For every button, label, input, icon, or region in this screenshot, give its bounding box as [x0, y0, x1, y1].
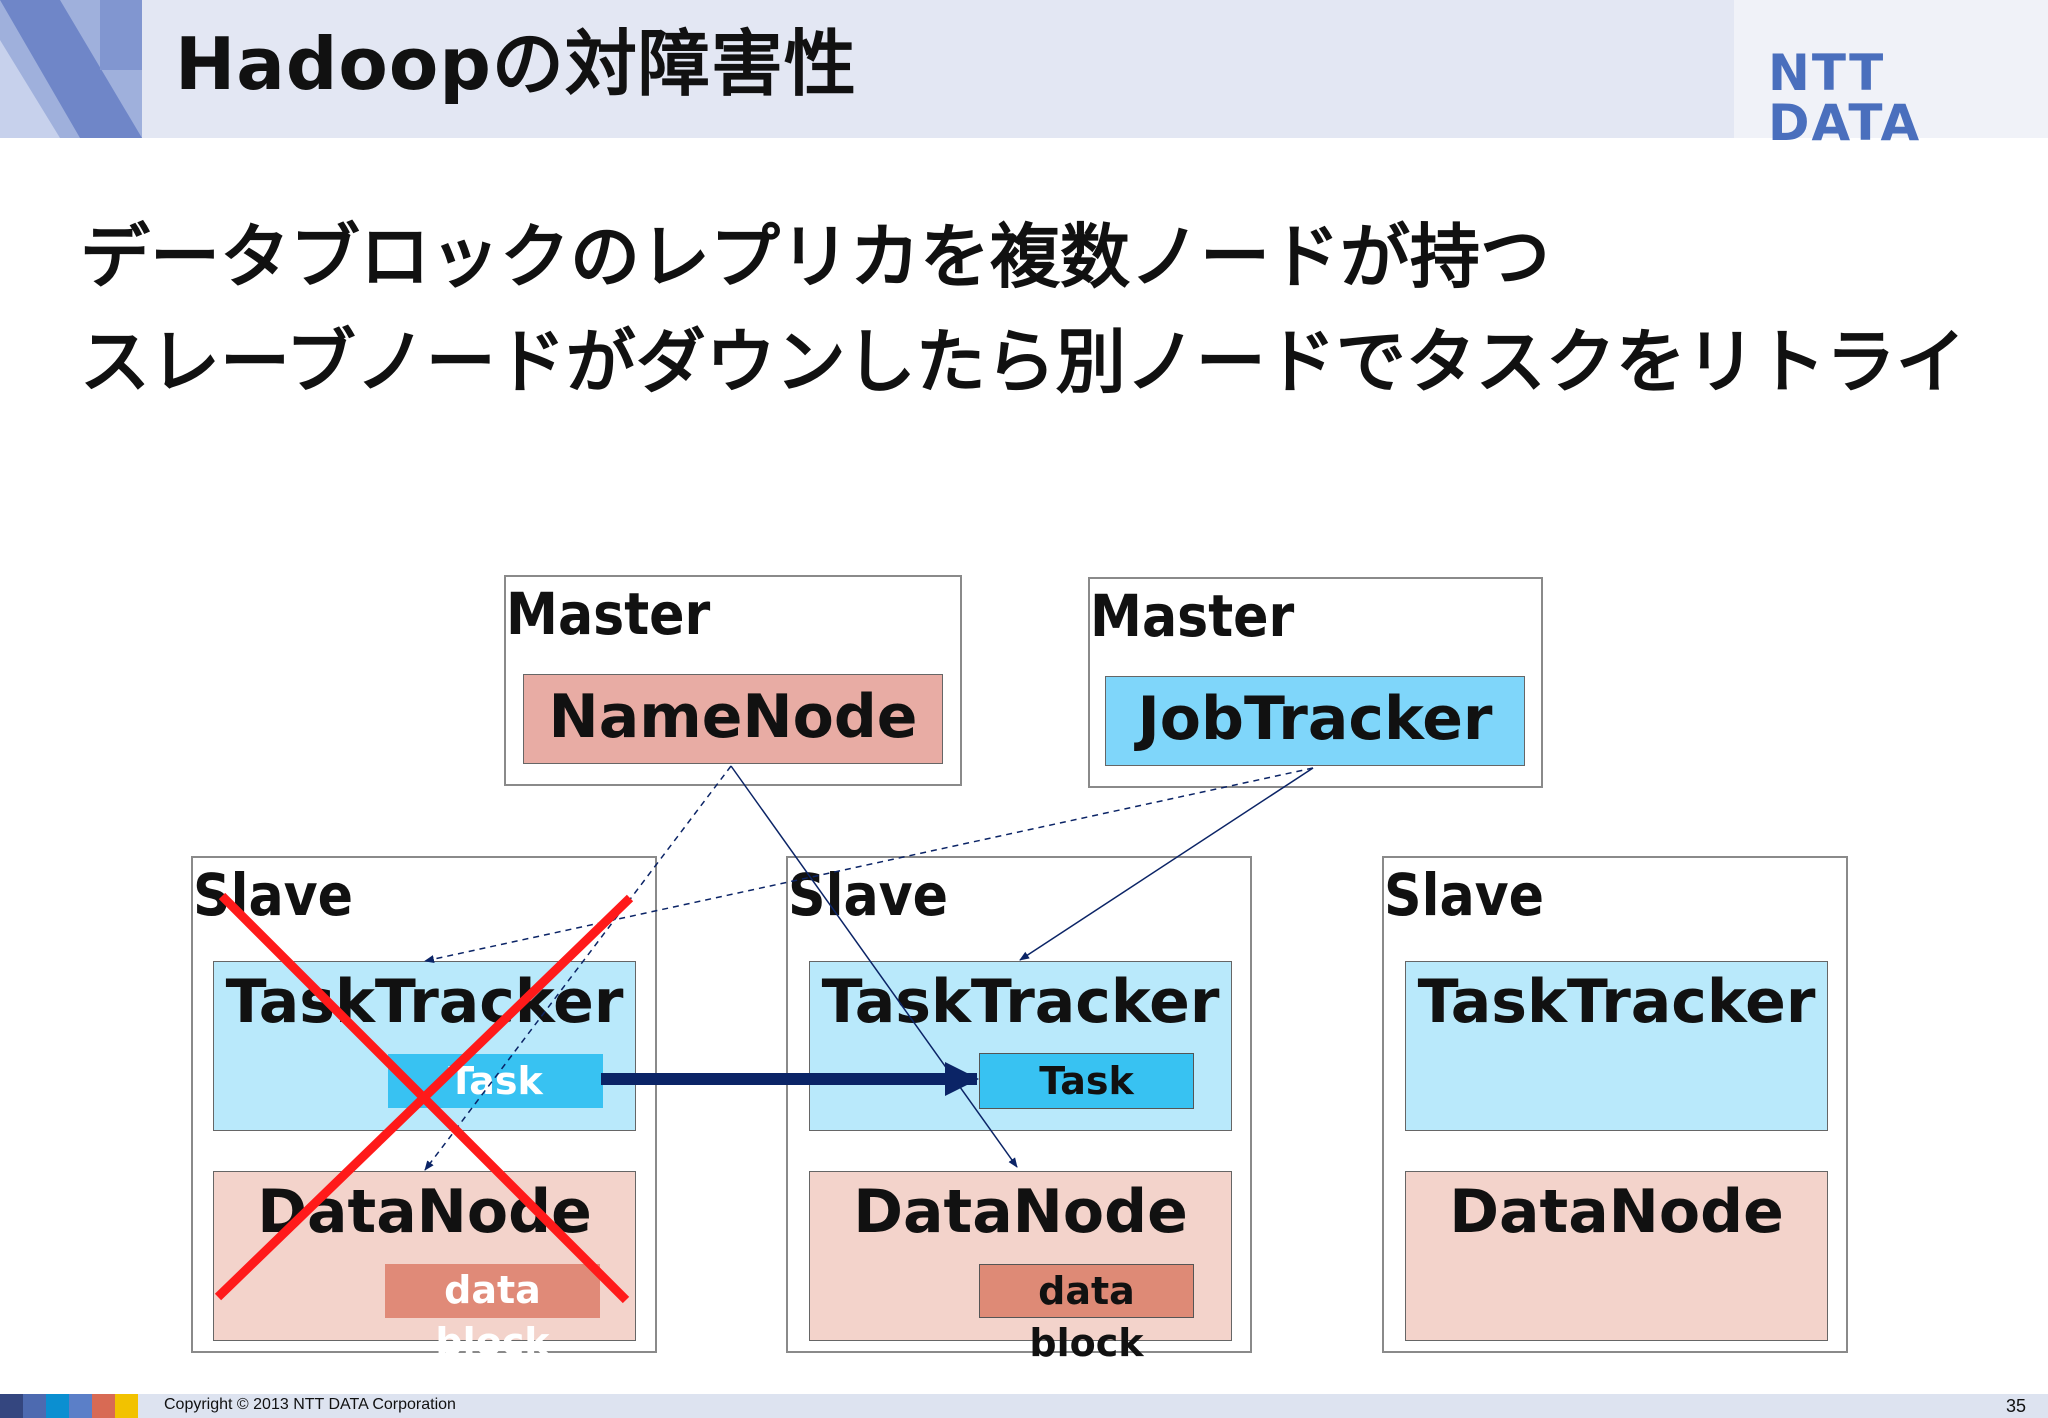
- datanode-label: DataNode: [853, 1177, 1188, 1247]
- header-corner-graphic: [0, 0, 142, 138]
- footer-swatch: [92, 1394, 115, 1418]
- task-failed: Task: [388, 1054, 603, 1108]
- master-box-namenode: Master NameNode: [504, 575, 962, 786]
- footer-swatch: [0, 1394, 23, 1418]
- namenode-to-failed-datanode-connector: [424, 765, 732, 1171]
- tasktracker-box: TaskTracker Task: [809, 961, 1232, 1131]
- datanode-box: DataNode: [1405, 1171, 1828, 1341]
- slave-label: Slave: [193, 861, 354, 929]
- footer-swatch: [23, 1394, 46, 1418]
- footer-swatch: [69, 1394, 92, 1418]
- tasktracker-label: TaskTracker: [1417, 967, 1816, 1037]
- namenode-box: NameNode: [523, 674, 943, 764]
- footer-swatch: [115, 1394, 138, 1418]
- slave-box-idle: Slave TaskTracker DataNode: [1382, 856, 1848, 1353]
- jobtracker-to-failed-tasktracker-connector: [424, 767, 1314, 963]
- jobtracker-to-retry-tasktracker-connector: [1019, 767, 1314, 961]
- master-label: Master: [1090, 582, 1295, 650]
- footer-bar: [0, 1394, 2048, 1418]
- footer-swatch: [46, 1394, 69, 1418]
- data-block-replica: data block: [979, 1264, 1194, 1365]
- slave-box-failed: Slave TaskTracker Task DataNode data blo…: [191, 856, 657, 1364]
- task-retried: Task: [979, 1053, 1194, 1109]
- jobtracker-label: JobTracker: [1137, 684, 1493, 754]
- datanode-label: DataNode: [1449, 1177, 1784, 1247]
- page-title: Hadoopの対障害性: [175, 22, 857, 106]
- data-block-failed: data block: [385, 1264, 600, 1364]
- namenode-label: NameNode: [548, 682, 918, 752]
- slave-label: Slave: [1384, 861, 1545, 929]
- datanode-box: DataNode data block: [213, 1171, 636, 1364]
- tasktracker-label: TaskTracker: [821, 967, 1220, 1037]
- namenode-to-replica-datanode-connector: [730, 765, 1018, 1168]
- failure-cross-line-2: [214, 894, 634, 1301]
- bullet-replica: データブロックのレプリカを複数ノードが持つ: [80, 216, 1550, 298]
- slave-box-retry: Slave TaskTracker Task DataNode data blo…: [786, 856, 1252, 1365]
- bullet-retry: スレーブノードがダウンしたら別ノードでタスクをリトライ: [80, 321, 1966, 403]
- header-bar: [0, 0, 2048, 138]
- master-box-jobtracker: Master JobTracker: [1088, 577, 1543, 788]
- page-number: 35: [2005, 1396, 2026, 1416]
- datanode-box: DataNode data block: [809, 1171, 1232, 1365]
- tasktracker-box: TaskTracker: [1405, 961, 1828, 1131]
- jobtracker-box: JobTracker: [1105, 676, 1525, 766]
- tasktracker-label: TaskTracker: [225, 967, 624, 1037]
- tasktracker-box: TaskTracker Task: [213, 961, 636, 1131]
- master-label: Master: [506, 580, 711, 648]
- copyright-text: Copyright © 2013 NTT DATA Corporation: [164, 1396, 456, 1413]
- logo-area: [1734, 0, 2048, 138]
- company-logo: NTT DATA: [1768, 44, 1922, 152]
